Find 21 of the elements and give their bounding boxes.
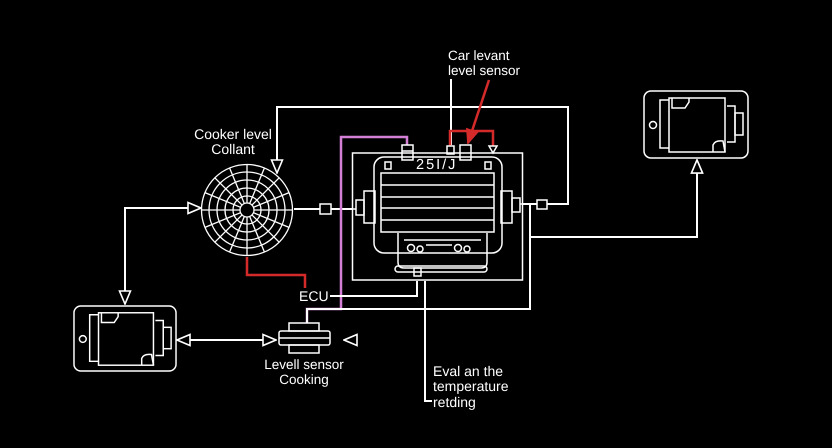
device-drawing bbox=[73, 305, 177, 372]
engine-code-label: 25I/J bbox=[416, 158, 458, 174]
double-arrow bbox=[118, 202, 202, 305]
device-drawing bbox=[643, 90, 749, 159]
pipe-line bbox=[294, 208, 352, 210]
leader-line bbox=[424, 281, 432, 402]
wire bbox=[330, 281, 418, 297]
wire bbox=[246, 257, 306, 288]
leader-arrow bbox=[466, 80, 490, 144]
wire bbox=[448, 130, 494, 146]
leader-line bbox=[450, 79, 452, 145]
callout-label: Eval an the temperature retding bbox=[433, 364, 510, 410]
callout-label: Car levant level sensor bbox=[448, 49, 522, 79]
component-label: Levell sensor Cooking bbox=[264, 358, 344, 388]
arrow bbox=[523, 159, 704, 238]
component-label: ECU bbox=[299, 289, 329, 304]
component-label: Cooker level Collant bbox=[193, 127, 273, 158]
arrow bbox=[343, 334, 358, 346]
double-arrow bbox=[176, 334, 277, 346]
wire bbox=[306, 136, 408, 323]
arrow bbox=[270, 106, 569, 205]
